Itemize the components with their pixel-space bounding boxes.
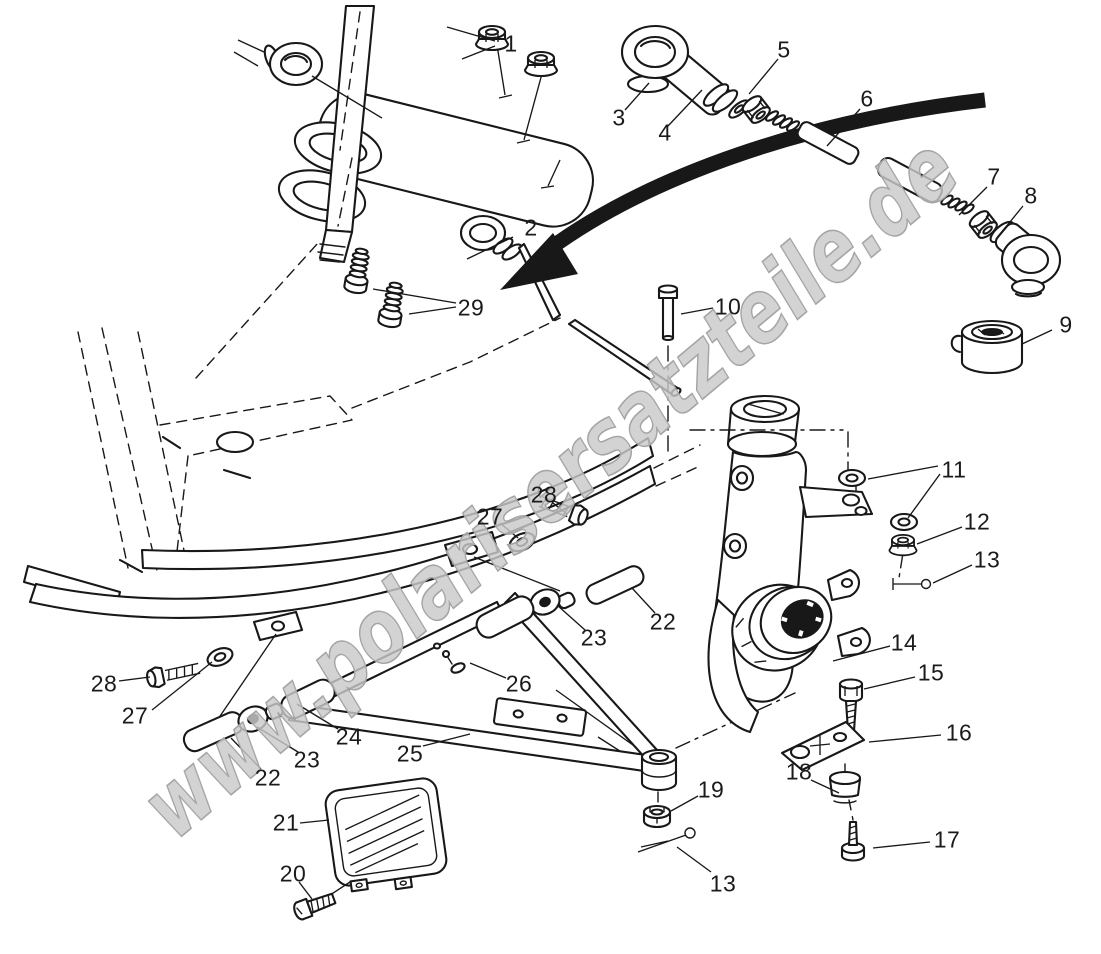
a-arm	[287, 591, 696, 853]
knuckle-fasteners	[837, 468, 932, 590]
grease-fitting-26	[441, 649, 466, 674]
shield-21	[293, 777, 448, 921]
gusset-tabs	[826, 568, 871, 658]
steering-column	[233, 4, 594, 264]
bolt-10	[657, 284, 679, 342]
spindle-hub	[731, 583, 833, 672]
pivot-bolt	[538, 496, 589, 526]
pivot-bolt	[145, 662, 201, 689]
column-lock-nut	[474, 24, 510, 52]
bushing-9	[950, 319, 1024, 375]
tie-rod-2	[459, 214, 682, 397]
leader-lines	[118, 26, 1053, 900]
ball-joint-cup	[640, 748, 678, 792]
column-lock-nut	[523, 50, 559, 78]
pivot-hardware-lower	[145, 643, 336, 753]
clamp-ears	[722, 464, 755, 560]
tie-rod-right-assembly	[620, 24, 1062, 298]
pivot-hardware-upper	[475, 496, 645, 639]
rod-end-8	[989, 220, 1062, 298]
steering-knuckle-14	[707, 394, 874, 734]
steering-arm	[798, 485, 874, 519]
cotter-pin	[637, 827, 696, 853]
bolt-17	[840, 820, 866, 862]
adjuster-bolts-29	[342, 245, 408, 330]
screw-20	[293, 892, 337, 921]
lower-hardware	[780, 678, 866, 862]
threaded-end	[940, 194, 975, 215]
cotter-pin-13	[892, 578, 932, 590]
arm-plate	[492, 697, 588, 737]
castle-nut-19	[642, 804, 672, 829]
plate-16	[780, 720, 866, 772]
dust-cap-18	[828, 770, 862, 804]
threaded-stud	[764, 110, 801, 132]
pitman-rod-end	[233, 39, 383, 119]
frame-dashed-outline	[77, 242, 561, 576]
direction-arrow	[500, 92, 986, 290]
